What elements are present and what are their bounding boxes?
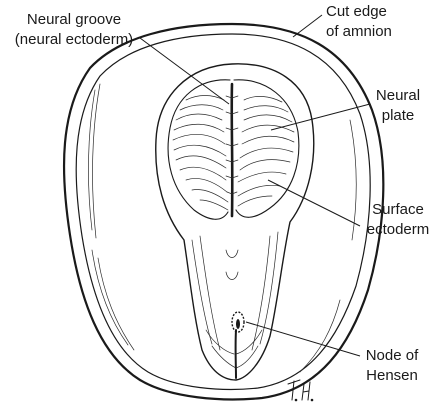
- label-neural: Neural: [376, 87, 420, 104]
- label-of-amnion: of amnion: [326, 23, 392, 40]
- left-neural-fold: [168, 80, 230, 219]
- leader-neural-groove: [140, 38, 229, 104]
- label-ectoderm: ectoderm: [367, 221, 430, 238]
- label-plate: plate: [382, 107, 415, 124]
- leader-neural-plate: [271, 104, 370, 130]
- node-of-hensen-pit: [236, 319, 240, 329]
- label-neural-groove: Neural groove: [27, 11, 121, 28]
- label-node-of: Node of: [366, 347, 419, 364]
- leader-cut-edge: [293, 15, 322, 37]
- rim-shading: [88, 84, 356, 372]
- label-surface: Surface: [372, 201, 424, 218]
- label-neural-ectoderm: (neural ectoderm): [15, 31, 133, 48]
- left-fold-hatching: [173, 96, 228, 211]
- neural-groove: [232, 84, 233, 216]
- label-hensen: Hensen: [366, 367, 418, 384]
- label-cut-edge: Cut edge: [326, 3, 387, 20]
- leader-surface-ectoderm: [268, 180, 360, 226]
- right-fold-hatching: [238, 96, 294, 206]
- embryonic-disc: [156, 64, 314, 380]
- leader-node-of-hensen: [246, 322, 360, 356]
